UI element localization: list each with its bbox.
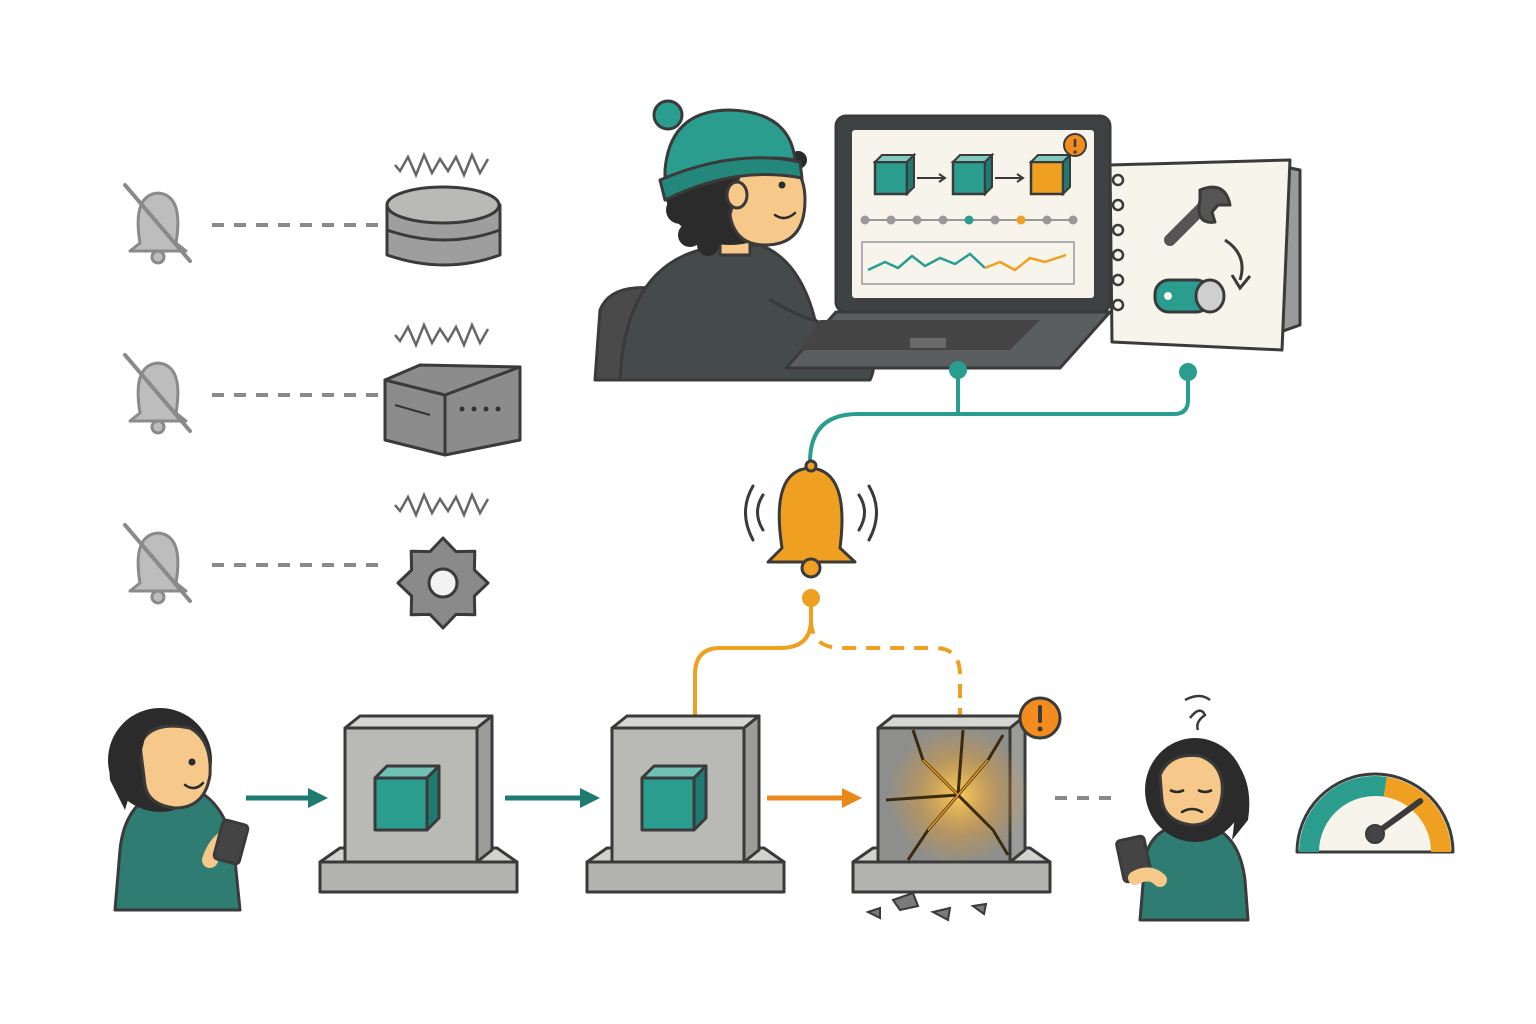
happy-user [108, 708, 250, 912]
noise-signal [394, 321, 490, 349]
gauge-arc [1299, 776, 1387, 853]
pipeline-stage-failing [851, 696, 1062, 922]
exclamation-badge-icon [1063, 133, 1087, 157]
timeline-point [938, 215, 948, 225]
bell-slash-icon [123, 523, 192, 605]
dashboard-node-warning [1028, 152, 1073, 197]
timeline-point [1042, 215, 1052, 225]
debris [865, 891, 988, 922]
bell-ringing-icon [744, 459, 878, 579]
alert-trigger-connector [693, 589, 962, 716]
response-connector [808, 361, 1197, 463]
muted-monitor-service [123, 491, 490, 630]
pipeline-stage-healthy [318, 714, 519, 894]
exclamation-badge-icon [1018, 696, 1062, 740]
timeline-point [964, 215, 974, 225]
gauge-hub [1365, 824, 1385, 844]
muted-monitor-rows [123, 151, 522, 630]
dashboard-node-healthy [950, 152, 995, 197]
muted-monitor-server [123, 321, 522, 457]
server-icon [383, 363, 522, 457]
speedometer-icon [1295, 772, 1455, 854]
muted-monitor-database [123, 151, 502, 267]
gear-icon [396, 536, 490, 630]
frustrated-user [1115, 694, 1250, 922]
monitoring-dashboard [860, 133, 1087, 285]
timeline-point [1016, 215, 1026, 225]
wrench-icon [1164, 185, 1232, 246]
pipeline-stage-healthy [585, 714, 786, 894]
bell-slash-icon [123, 183, 192, 265]
noise-signal [394, 151, 490, 179]
timeline-point [990, 215, 1000, 225]
service-pipeline [318, 696, 1062, 922]
service-cube-icon [373, 764, 441, 832]
runbook [1108, 158, 1302, 352]
metrics-line-healthy [867, 252, 986, 272]
gauge-arc [1383, 776, 1451, 853]
metrics-line-warning [984, 253, 1067, 272]
timeline-point [860, 215, 870, 225]
timeline-point [912, 215, 922, 225]
timeline-point [1068, 215, 1078, 225]
smartphone-icon [212, 818, 250, 866]
dashboard-node-healthy [872, 152, 917, 197]
timeline-point [886, 215, 896, 225]
cylinder-icon [1153, 278, 1226, 314]
database-icon [385, 185, 502, 267]
bell-slash-icon [123, 353, 192, 435]
metrics-chart-frame [861, 241, 1075, 285]
service-cube-icon [640, 764, 708, 832]
noise-signal [394, 491, 490, 519]
